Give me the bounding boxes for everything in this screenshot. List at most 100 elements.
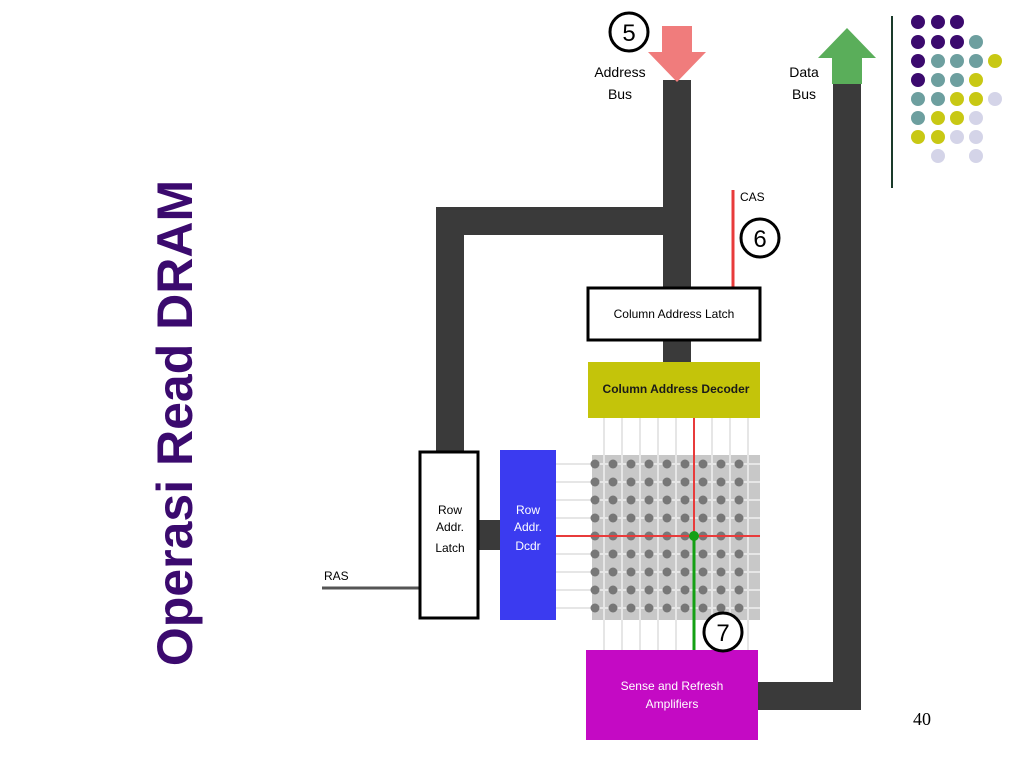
memory-cell (590, 495, 600, 505)
memory-cell (644, 513, 654, 523)
memory-cell (626, 603, 636, 613)
decorative-dot (931, 92, 945, 106)
memory-cell (734, 477, 744, 487)
row-address-decoder-label-line2: Addr. (514, 520, 542, 534)
row-address-latch-label-line1: Row (438, 503, 462, 517)
memory-cell (590, 549, 600, 559)
memory-cell (662, 477, 672, 487)
address-bus-label-line2: Bus (608, 86, 632, 102)
decorative-dot (950, 15, 964, 29)
ras-label: RAS (324, 569, 349, 583)
memory-cell (680, 585, 690, 595)
decorative-dot-grid (911, 15, 1002, 163)
memory-cell (680, 459, 690, 469)
memory-cell (716, 477, 726, 487)
memory-cell (626, 549, 636, 559)
memory-cell (698, 549, 708, 559)
memory-cell (716, 585, 726, 595)
memory-cell (680, 567, 690, 577)
memory-cell (734, 567, 744, 577)
decorative-dot (969, 92, 983, 106)
memory-cell (716, 495, 726, 505)
decorative-dot (911, 73, 925, 87)
memory-cell (716, 513, 726, 523)
sense-amplifiers-label-line2: Amplifiers (646, 697, 699, 711)
decorative-dot (950, 111, 964, 125)
memory-cell (716, 459, 726, 469)
sense-refresh-amplifiers (586, 650, 758, 740)
step-5-marker: 5 (608, 11, 650, 53)
memory-cell (608, 495, 618, 505)
memory-cell (734, 459, 744, 469)
decorative-dot (911, 130, 925, 144)
memory-cell (608, 459, 618, 469)
row-address-latch (418, 450, 480, 620)
decorative-dot (950, 92, 964, 106)
memory-cell (734, 603, 744, 613)
decorative-dot (931, 15, 945, 29)
memory-cell (590, 459, 600, 469)
decorative-dot (911, 35, 925, 49)
decorative-dot (911, 15, 925, 29)
decorative-dot (969, 73, 983, 87)
memory-cell (662, 603, 672, 613)
memory-cell (680, 603, 690, 613)
decorative-dot (988, 92, 1002, 106)
memory-cell (644, 495, 654, 505)
decorative-dot (911, 92, 925, 106)
memory-cell (662, 549, 672, 559)
memory-cell (608, 585, 618, 595)
address-bus-arrow (648, 26, 706, 82)
selected-cell (689, 531, 699, 541)
memory-cell (716, 567, 726, 577)
decorative-dot (931, 73, 945, 87)
memory-cell (626, 459, 636, 469)
memory-cell (698, 495, 708, 505)
memory-cell (626, 513, 636, 523)
memory-cell (644, 603, 654, 613)
memory-cell (608, 567, 618, 577)
svg-text:7: 7 (716, 620, 729, 647)
memory-cell (626, 477, 636, 487)
memory-cells (590, 459, 744, 613)
memory-cell (644, 549, 654, 559)
step-6-marker: 6 (739, 217, 781, 259)
latch-decoder-connector (478, 520, 502, 550)
memory-cell (626, 495, 636, 505)
memory-cell (662, 513, 672, 523)
memory-cell (698, 459, 708, 469)
row-address-decoder-label-line3: Dcdr (515, 539, 540, 553)
data-bus-arrow (818, 28, 876, 84)
memory-cell (590, 477, 600, 487)
sense-amplifiers-label-line1: Sense and Refresh (621, 679, 724, 693)
cas-label: CAS (740, 190, 765, 204)
memory-cell (644, 477, 654, 487)
column-address-latch (586, 286, 762, 342)
memory-cell (698, 585, 708, 595)
decorative-dot (969, 149, 983, 163)
memory-cell (626, 567, 636, 577)
memory-cell (698, 603, 708, 613)
memory-cell (626, 585, 636, 595)
memory-cell (662, 495, 672, 505)
decorative-dot (950, 35, 964, 49)
memory-cell (608, 603, 618, 613)
memory-cell (590, 513, 600, 523)
memory-cell (716, 549, 726, 559)
memory-cell (680, 513, 690, 523)
decorative-dot (931, 54, 945, 68)
memory-cell (680, 495, 690, 505)
decorative-dot (950, 54, 964, 68)
decorative-dot (988, 54, 1002, 68)
memory-cell (644, 459, 654, 469)
decorative-dot (931, 149, 945, 163)
decorative-dot (969, 111, 983, 125)
decorative-dot (911, 111, 925, 125)
data-bus-label-line1: Data (789, 64, 819, 80)
svg-text:6: 6 (753, 226, 766, 253)
decorative-dot (969, 35, 983, 49)
decorative-dot (931, 35, 945, 49)
step-7-marker: 7 (702, 611, 744, 653)
memory-cell (608, 513, 618, 523)
column-address-latch-label: Column Address Latch (614, 307, 735, 321)
